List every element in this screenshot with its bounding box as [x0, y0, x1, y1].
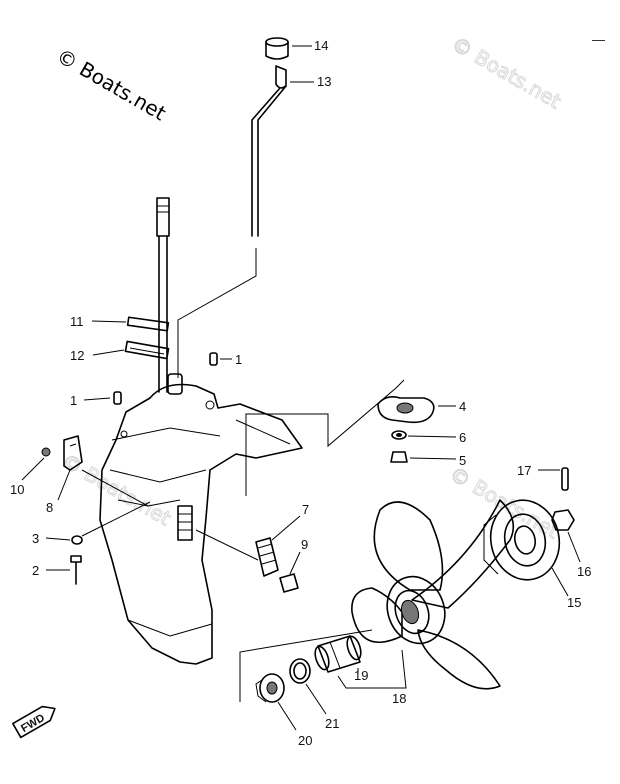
shift-rod-guide-line: [177, 248, 257, 378]
cotter-pin-part-17: [538, 467, 569, 491]
grommet-part-14: [265, 37, 312, 60]
callout-6: 6: [459, 430, 466, 445]
drive-shaft: [156, 197, 170, 393]
callout-17: 17: [517, 463, 531, 478]
watermark-faint-mid-left: © Boats.net: [58, 449, 176, 531]
washer-part-6: [391, 430, 457, 440]
shift-rod-part-13: [251, 65, 314, 237]
part-11-shim: [91, 316, 170, 332]
callout-8: 8: [46, 500, 53, 515]
callout-21: 21: [325, 716, 339, 731]
bolt-part-2: [46, 555, 82, 585]
callout-4: 4: [459, 399, 466, 414]
callout-18: 18: [392, 691, 406, 706]
anode-part-4: [377, 396, 456, 424]
propeller-part-18: [351, 499, 515, 690]
washer-part-3: [45, 501, 151, 545]
dowel-pin-part-1-left: [83, 391, 122, 405]
callout-12: 12: [70, 348, 84, 363]
callout-16: 16: [577, 564, 591, 579]
callout-5: 5: [459, 453, 466, 468]
callout-19: 19: [354, 668, 368, 683]
callout-7: 7: [302, 502, 309, 517]
part-12-gasket: [92, 340, 170, 360]
prop-shaft-guide-line: [239, 629, 373, 702]
dowel-pin-part-1-right: [209, 352, 232, 366]
callout-11: 11: [70, 314, 84, 329]
callout-10: 10: [10, 482, 24, 497]
spacer-part-15: [483, 499, 569, 597]
callout-20: 20: [298, 733, 312, 748]
watermark-main: © Boats.net: [53, 44, 171, 126]
callout-1-right: 1: [235, 352, 242, 367]
callout-15: 15: [567, 595, 581, 610]
fwd-label: FWD: [19, 712, 47, 735]
callout-13: 13: [317, 74, 331, 89]
callout-14: 14: [314, 38, 328, 53]
watermark-faint-top-right: © Boats.net: [448, 32, 566, 114]
bracket-part-8: [57, 435, 149, 507]
water-inlet-cover-part-7: [195, 515, 301, 577]
bushing-part-19: [314, 635, 362, 673]
lower-unit-housing: [99, 373, 303, 665]
screw-part-10: [21, 447, 51, 481]
callout-9: 9: [301, 537, 308, 552]
top-right-mark: —: [592, 32, 605, 47]
forward-direction-badge: FWD: [12, 705, 56, 739]
washer-part-21: [289, 658, 327, 715]
callout-1-left: 1: [70, 393, 77, 408]
nut-part-16: [551, 509, 581, 563]
callout-3: 3: [32, 531, 39, 546]
thrust-hub-part-20: [255, 673, 297, 731]
anode-guide-line: [245, 379, 405, 496]
screw-part-9: [279, 551, 301, 593]
watermark-faint-mid-right: © Boats.net: [446, 462, 564, 544]
bolt-part-5: [390, 451, 457, 463]
callout-2: 2: [32, 563, 39, 578]
bracket-18-19-leader: [337, 649, 407, 689]
